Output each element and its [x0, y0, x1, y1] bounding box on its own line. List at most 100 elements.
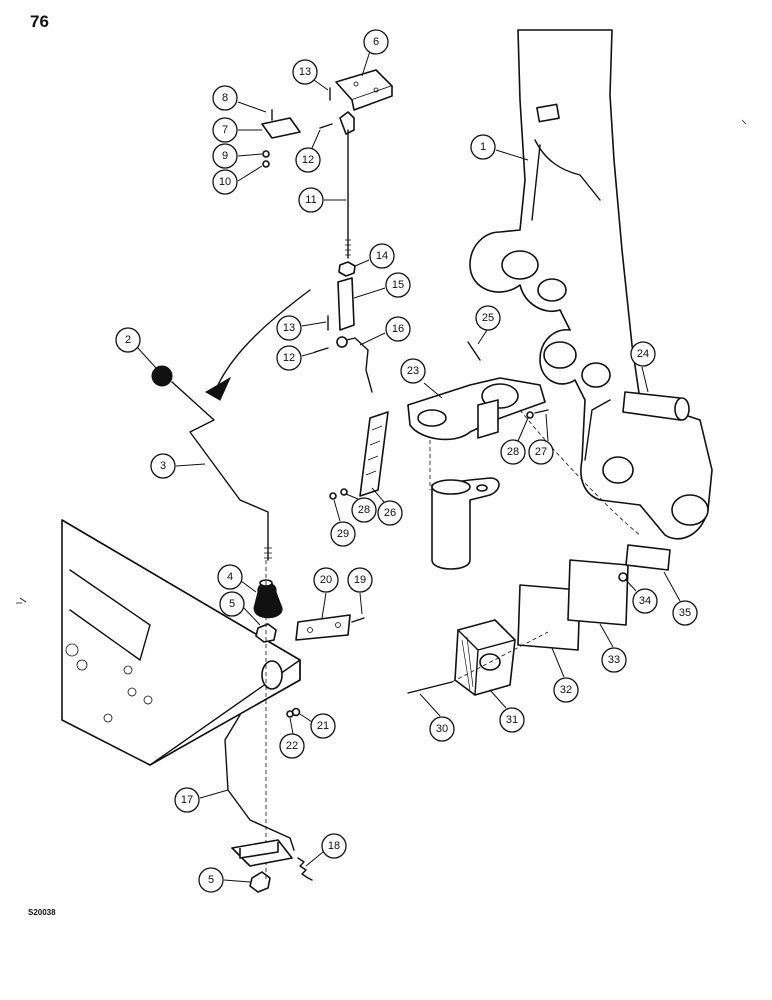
callout-26: 26: [371, 487, 403, 526]
figure-code: S20038: [28, 908, 56, 917]
svg-text:23: 23: [407, 365, 419, 377]
spring: [297, 857, 313, 881]
svg-text:35: 35: [679, 607, 691, 619]
washer-9: [262, 150, 270, 158]
callout-17: 17: [174, 787, 229, 813]
svg-text:9: 9: [222, 150, 228, 162]
svg-text:22: 22: [286, 740, 298, 752]
callout-33: 33: [599, 623, 627, 673]
roll-pin: [467, 341, 481, 361]
svg-text:13: 13: [283, 322, 295, 334]
svg-text:7: 7: [222, 124, 228, 136]
callout-13-lower: 13: [276, 315, 327, 341]
svg-text:17: 17: [181, 794, 193, 806]
nut-lower: [249, 871, 271, 893]
svg-text:6: 6: [373, 36, 379, 48]
callout-5-upper: 5: [219, 591, 261, 626]
callout-14: 14: [354, 243, 395, 269]
svg-text:25: 25: [482, 312, 494, 324]
callout-19: 19: [347, 567, 373, 615]
svg-text:12: 12: [283, 352, 295, 364]
svg-text:4: 4: [227, 571, 233, 583]
washer-28-right: [526, 411, 534, 419]
callout-29: 29: [330, 499, 356, 547]
svg-text:28: 28: [507, 446, 519, 458]
screw-19: [351, 617, 365, 623]
rubber-boot: [253, 579, 283, 619]
callout-7: 7: [212, 117, 262, 143]
callout-2: 2: [115, 327, 157, 369]
lever-rod: [171, 381, 269, 561]
svg-text:31: 31: [506, 714, 518, 726]
page-number: 76: [30, 12, 49, 31]
top-bracket: [335, 69, 393, 111]
callout-20: 20: [313, 567, 339, 619]
callout-9: 9: [212, 143, 263, 169]
svg-text:8: 8: [222, 92, 228, 104]
screw-27: [534, 409, 549, 414]
jam-nut: [338, 261, 356, 277]
callout-12-upper: 12: [295, 129, 321, 173]
callout-5-lower: 5: [198, 867, 251, 893]
callout-1: 1: [470, 134, 529, 161]
callout-10: 10: [212, 165, 263, 195]
arrow-head: [205, 376, 232, 401]
svg-text:18: 18: [328, 840, 340, 852]
svg-text:24: 24: [637, 348, 649, 360]
arrow-indicator: [217, 289, 311, 386]
callout-22: 22: [279, 717, 305, 759]
svg-text:27: 27: [535, 446, 547, 458]
arm-16: [337, 337, 373, 393]
callout-34: 34: [625, 579, 658, 614]
callout-28-left: 28: [345, 493, 377, 523]
nut-22: [286, 710, 294, 718]
svg-text:21: 21: [317, 720, 329, 732]
svg-text:5: 5: [229, 598, 235, 610]
spacer-plates: [517, 544, 671, 651]
svg-text:13: 13: [299, 66, 311, 78]
callout-21: 21: [299, 713, 336, 739]
callout-8: 8: [212, 85, 267, 113]
pivot-pin: [622, 391, 690, 421]
callout-25: 25: [475, 305, 501, 345]
svg-text:1: 1: [480, 141, 486, 153]
nut-29: [329, 492, 337, 500]
svg-text:14: 14: [376, 250, 388, 262]
pin-12-top: [319, 123, 333, 129]
svg-text:28: 28: [358, 504, 370, 516]
svg-text:20: 20: [320, 574, 332, 586]
callout-6: 6: [361, 29, 389, 77]
callout-27: 27: [528, 413, 554, 465]
rubber-mount: [454, 619, 516, 696]
clamp-plate: [295, 614, 351, 641]
svg-text:2: 2: [125, 334, 131, 346]
washer-28-left: [340, 488, 348, 496]
callout-11: 11: [298, 187, 346, 213]
pin-12-lower: [314, 347, 329, 353]
svg-text:30: 30: [436, 723, 448, 735]
callout-32: 32: [551, 647, 579, 703]
callout-4: 4: [217, 564, 257, 593]
mount-bracket: [407, 377, 546, 441]
callout-24: 24: [630, 341, 656, 393]
svg-text:19: 19: [354, 574, 366, 586]
callout-31: 31: [489, 689, 525, 733]
pivot-post: [431, 477, 500, 570]
svg-text:15: 15: [392, 279, 404, 291]
callout-23: 23: [400, 358, 443, 399]
svg-text:29: 29: [337, 528, 349, 540]
callout-18: 18: [305, 833, 347, 867]
svg-text:32: 32: [560, 684, 572, 696]
svg-text:10: 10: [219, 176, 231, 188]
svg-text:3: 3: [160, 460, 166, 472]
callout-30: 30: [419, 693, 455, 742]
callout-3: 3: [150, 453, 206, 479]
svg-text:33: 33: [608, 654, 620, 666]
callout-12-lower: 12: [276, 345, 317, 371]
lower-lever: [224, 714, 295, 851]
nut-10: [262, 160, 270, 168]
clevis: [337, 277, 355, 331]
svg-text:16: 16: [392, 323, 404, 335]
friction-pad: [359, 411, 389, 497]
